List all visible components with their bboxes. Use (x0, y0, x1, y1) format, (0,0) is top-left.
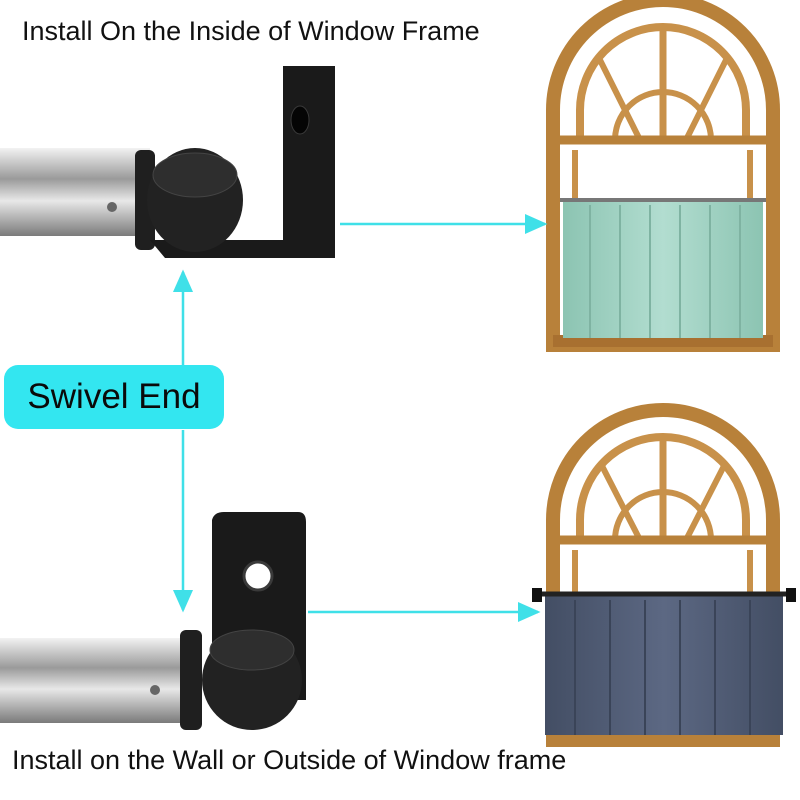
top-window (546, 0, 780, 352)
bottom-window (532, 403, 796, 747)
top-bracket-hole (290, 105, 310, 135)
top-curtain (563, 200, 763, 338)
top-rod-assembly (0, 66, 335, 258)
top-rod-screw (107, 202, 117, 212)
top-rod (0, 148, 150, 236)
bottom-swivel-cap (209, 629, 295, 671)
bottom-rod-assembly (0, 512, 306, 730)
bottom-rod (0, 638, 190, 723)
bottom-curtain (545, 595, 783, 735)
top-l-bracket (150, 66, 335, 258)
bottom-plate-hole (242, 560, 274, 592)
bottom-rod-screw (150, 685, 160, 695)
swivel-end-label: Swivel End (27, 377, 201, 416)
top-swivel-cap (152, 152, 238, 198)
top-caption: Install On the Inside of Window Frame (22, 16, 480, 46)
bottom-caption: Install on the Wall or Outside of Window… (12, 745, 567, 775)
swivel-end-badge: Swivel End (4, 365, 224, 429)
callout-arrows (173, 214, 548, 622)
